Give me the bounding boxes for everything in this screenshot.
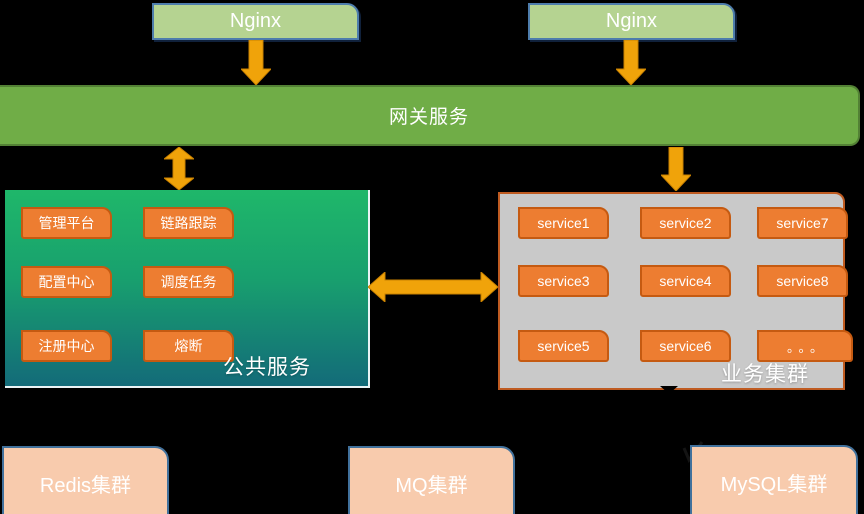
service-node-3: service3 [518, 265, 609, 297]
redis-cluster-node: Redis集群 [2, 446, 169, 514]
public-node-link-tracing: 链路跟踪 [143, 207, 234, 239]
service-node-1: service1 [518, 207, 609, 239]
public-node-task-scheduler: 调度任务 [143, 266, 234, 298]
public-services-panel: 管理平台 链路跟踪 配置中心 调度任务 注册中心 熔断 公共服务 [5, 190, 370, 388]
service-node-4: service4 [640, 265, 731, 297]
arrow-public-business-bidirectional-icon [368, 272, 498, 302]
public-node-config-center: 配置中心 [21, 266, 112, 298]
business-panel-label: 业务集群 [721, 363, 809, 386]
mysql-cluster-node: MySQL集群 [690, 445, 858, 514]
gateway-service-bar: 网关服务 [0, 85, 860, 146]
business-cluster-panel: service1 service2 service7 service3 serv… [498, 192, 853, 390]
arrow-nginx-left-to-gateway-icon [241, 40, 271, 85]
arrow-nginx-right-to-gateway-icon [616, 40, 646, 85]
public-node-admin-platform: 管理平台 [21, 207, 112, 239]
public-panel-label: 公共服务 [223, 356, 311, 379]
arrow-gateway-public-bidirectional-icon [164, 147, 194, 190]
service-node-8: service8 [757, 265, 848, 297]
arrow-gateway-to-business-icon [661, 147, 691, 191]
nginx-node-right: Nginx [528, 3, 735, 40]
service-node-2: service2 [640, 207, 731, 239]
public-node-circuit-breaker: 熔断 [143, 330, 234, 362]
public-node-registry-center: 注册中心 [21, 330, 112, 362]
mq-cluster-node: MQ集群 [348, 446, 515, 514]
service-node-7: service7 [757, 207, 848, 239]
service-node-6: service6 [640, 330, 731, 362]
service-node-5: service5 [518, 330, 609, 362]
service-node-ellipsis: 。。。 [757, 330, 853, 362]
nginx-node-left: Nginx [152, 3, 359, 40]
